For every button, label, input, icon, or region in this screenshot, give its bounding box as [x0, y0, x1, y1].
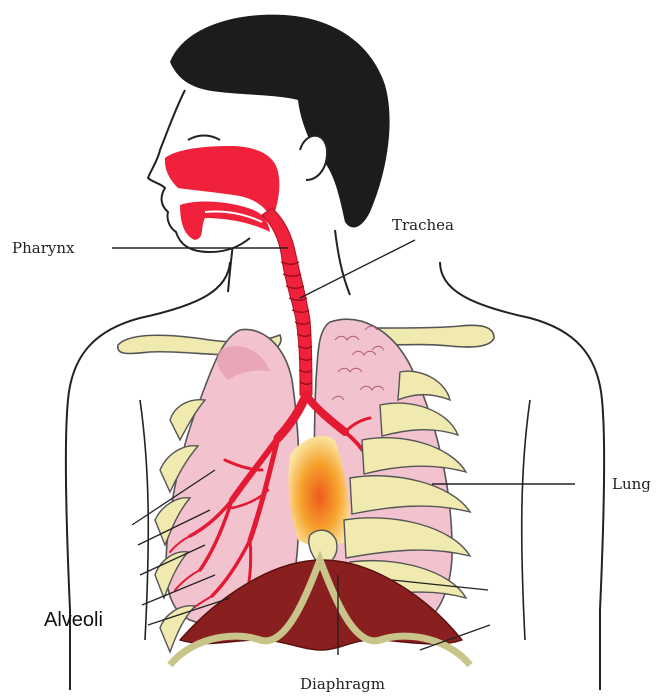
ear: [300, 136, 327, 180]
alveoli-label: Alveoli: [44, 609, 103, 631]
trachea-leader: [300, 240, 415, 298]
diaphragm-label: Diaphragm: [300, 675, 385, 693]
trachea-label: Trachea: [392, 216, 454, 234]
lung-label: Lung: [612, 475, 651, 493]
right-arm-line: [522, 400, 530, 640]
pharynx-label: Pharynx: [12, 239, 75, 257]
